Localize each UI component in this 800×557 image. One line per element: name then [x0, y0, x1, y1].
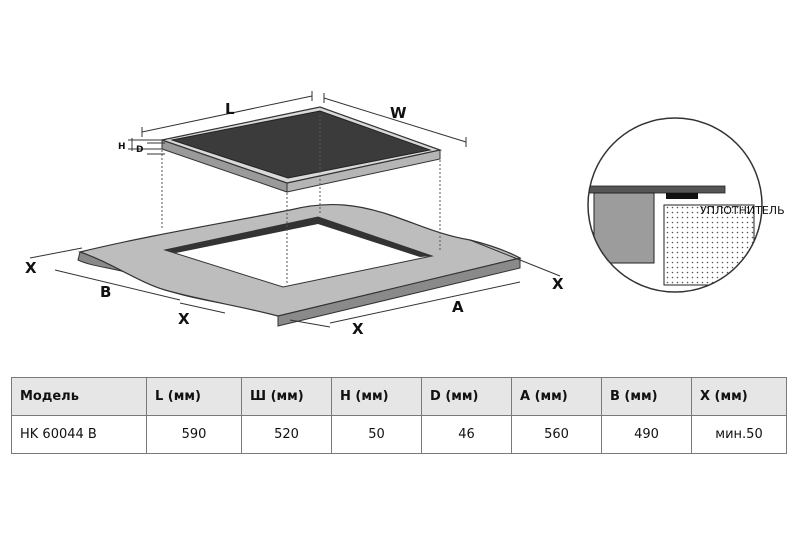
projection-lines: [161, 115, 441, 283]
label-depth: D: [136, 145, 143, 155]
countertop: [77, 203, 522, 327]
header-cutout-a: A (мм): [511, 377, 602, 416]
cell-cutout-b: 490: [601, 415, 692, 454]
label-width: W: [390, 104, 407, 122]
label-length: L: [225, 100, 235, 118]
header-width: Ш (мм): [241, 377, 332, 416]
installation-diagram: L W H D X B X X A X УПЛОТНИТЕЛЬ: [25, 91, 785, 338]
hob-glass: [170, 110, 432, 179]
label-seal: УПЛОТНИТЕЛЬ: [700, 204, 785, 217]
header-length: L (мм): [146, 377, 242, 416]
header-model: Модель: [11, 377, 147, 416]
cell-model: HK 60044 B: [11, 415, 147, 454]
header-cutout-b: B (мм): [601, 377, 692, 416]
cell-clearance: мин.50: [691, 415, 787, 454]
dimension-lines: [29, 91, 561, 328]
specification-table: Модель L (мм) Ш (мм) H (мм) D (мм) A (мм…: [11, 377, 787, 454]
seal-detail: УПЛОТНИТЕЛЬ: [587, 117, 785, 293]
table-row: HK 60044 B 590 520 50 46 560 490 мин.50: [11, 415, 787, 454]
label-clearance-left: X: [25, 259, 37, 277]
header-clearance: X (мм): [691, 377, 787, 416]
hob: [159, 106, 443, 193]
label-cutout-b: B: [100, 283, 111, 301]
cutout-right-wall: [318, 217, 432, 257]
table-header-row: Модель L (мм) Ш (мм) H (мм) D (мм) A (мм…: [11, 377, 787, 416]
header-height: H (мм): [331, 377, 422, 416]
cutout-back-wall: [165, 217, 318, 253]
cell-length: 590: [146, 415, 242, 454]
label-clearance-bottom: X: [352, 320, 364, 338]
label-clearance-front: X: [178, 310, 190, 328]
cell-width: 520: [241, 415, 332, 454]
label-height: H: [118, 142, 126, 152]
cell-height: 50: [331, 415, 422, 454]
cell-cutout-a: 560: [511, 415, 602, 454]
header-depth: D (мм): [421, 377, 512, 416]
label-cutout-a: A: [452, 298, 464, 316]
cell-depth: 46: [421, 415, 512, 454]
label-clearance-right: X: [552, 275, 564, 293]
